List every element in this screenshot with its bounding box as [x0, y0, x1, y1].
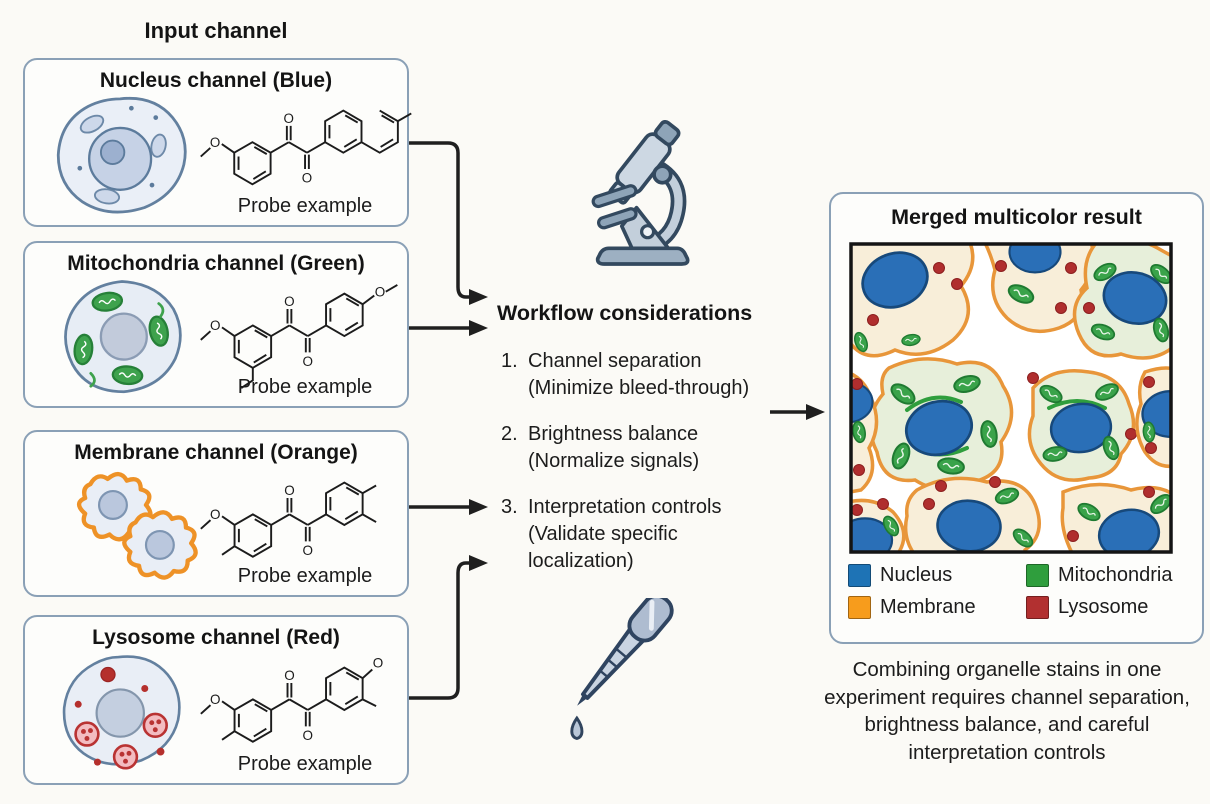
atom-label-o: O [284, 483, 294, 498]
workflow-item-1: 1. Channel separation (Minimize bleed-th… [501, 348, 801, 402]
workflow-item-title: Channel separation [528, 350, 702, 372]
atom-label-o: O [302, 170, 312, 185]
legend-item-mitochondria: Mitochondria [1026, 564, 1188, 587]
atom-label-o: O [284, 111, 294, 126]
workflow-item-2: 2. Brightness balance (Normalize signals… [501, 421, 801, 475]
workflow-item-number: 2. [501, 423, 518, 445]
legend-swatch-lysosome [1026, 596, 1049, 619]
channel-box-nucleus: Nucleus channel (Blue) [23, 58, 412, 227]
legend-item-membrane: Membrane [848, 596, 1026, 619]
workflow-item-number: 3. [501, 496, 518, 518]
workflow-item-note: (Normalize signals) [528, 450, 700, 472]
pipette-icon [570, 598, 674, 740]
workflow-item-title: Interpretation controls [528, 496, 722, 518]
legend-label: Lysosome [1058, 596, 1149, 618]
atom-label-o: O [302, 354, 313, 369]
result-title: Merged multicolor result [891, 205, 1142, 229]
probe-example-label: Probe example [237, 753, 373, 775]
probe-structure-lysosome: O O O O [200, 657, 383, 743]
probe-example-label: Probe example [237, 195, 373, 217]
legend-swatch-mitochondria [1026, 564, 1049, 587]
atom-label-o: O [375, 285, 386, 300]
atom-label-o: O [373, 657, 383, 671]
probe-structure-mitochondria: O O O O [200, 284, 398, 389]
workflow-heading: Workflow considerations [497, 301, 753, 325]
legend-item-lysosome: Lysosome [1026, 596, 1188, 619]
channel-title-mitochondria: Mitochondria channel (Green) [67, 252, 365, 275]
legend-swatch-nucleus [848, 564, 871, 587]
atom-label-o: O [302, 543, 312, 558]
workflow-list: 1. Channel separation (Minimize bleed-th… [501, 348, 801, 594]
workflow-item-number: 1. [501, 350, 518, 372]
legend-swatch-membrane [848, 596, 871, 619]
atom-label-o: O [284, 294, 295, 309]
atom-label-o: O [210, 135, 220, 150]
legend-label: Membrane [880, 596, 976, 618]
probe-example-label: Probe example [237, 376, 373, 398]
atom-label-o: O [210, 692, 220, 707]
probe-example-label: Probe example [237, 565, 373, 587]
atom-label-o: O [284, 668, 294, 683]
channel-box-mitochondria: Mitochondria channel (Green) [23, 241, 409, 408]
probe-structure-membrane: O O O [200, 481, 377, 558]
nucleus-cell-illustration [56, 96, 187, 214]
workflow-item-note: (Minimize bleed-through) [528, 377, 750, 399]
channel-box-lysosome: Lysosome channel (Red) [23, 615, 409, 785]
lysosome-cell-illustration [62, 655, 181, 770]
workflow-item-title: Brightness balance [528, 423, 699, 445]
microscope-icon [591, 120, 690, 266]
channel-title-nucleus: Nucleus channel (Blue) [99, 69, 333, 92]
result-legend: Nucleus Mitochondria Membrane Lysosome [848, 564, 1188, 619]
legend-label: Nucleus [880, 564, 953, 586]
workflow-item-3: 3. Interpretation controls (Validate spe… [501, 494, 801, 575]
result-panel: Merged multicolor result [829, 192, 1204, 644]
input-section-title: Input channel [144, 18, 288, 43]
mitochondria-cell-illustration [64, 280, 182, 394]
atom-label-o: O [210, 507, 220, 522]
legend-item-nucleus: Nucleus [848, 564, 1026, 587]
atom-label-o: O [210, 318, 221, 333]
merged-cells-image [849, 242, 1173, 554]
channel-title-membrane: Membrane channel (Orange) [74, 441, 358, 464]
workflow-item-note: (Validate specific localization) [528, 523, 678, 572]
legend-label: Mitochondria [1058, 564, 1173, 586]
result-caption: Combining organelle stains in one experi… [824, 658, 1190, 764]
atom-label-o: O [302, 728, 312, 743]
membrane-cells-illustration [76, 471, 198, 580]
channel-box-membrane: Membrane channel (Orange) O [23, 430, 409, 597]
probe-structure-nucleus: O O O [200, 109, 412, 186]
channel-title-lysosome: Lysosome channel (Red) [92, 626, 340, 649]
